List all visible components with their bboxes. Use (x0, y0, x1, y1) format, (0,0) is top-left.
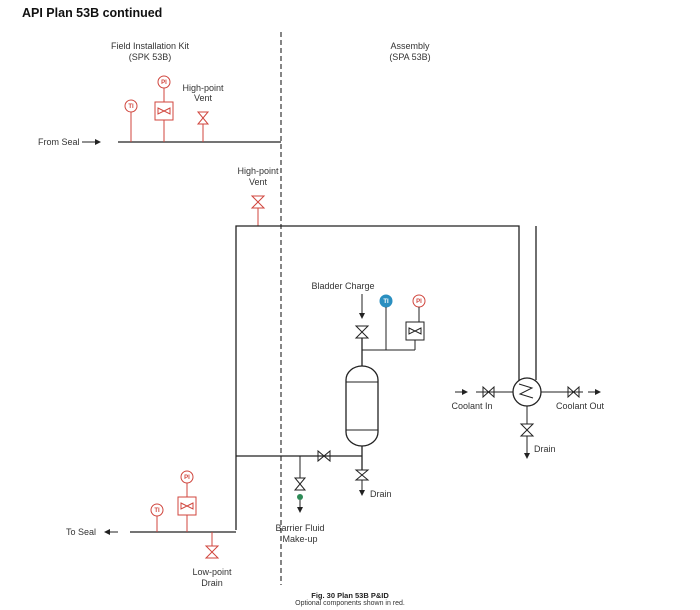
svg-text:TI: TI (383, 299, 389, 305)
svg-text:High-point: High-point (237, 166, 279, 176)
svg-text:Coolant Out: Coolant Out (556, 401, 605, 411)
low-point-drain-valve: Low-point Drain (192, 532, 232, 588)
temperature-indicator-bottom: TI (150, 503, 164, 532)
bladder-charge-valve: Bladder Charge (311, 281, 415, 366)
assembly-code: (SPA 53B) (389, 52, 430, 62)
loop-top-line (235, 225, 520, 530)
high-point-vent-valve-mid: High-point Vent (237, 166, 279, 226)
svg-text:Vent: Vent (249, 177, 268, 187)
temperature-indicator-accumulator: TI (379, 294, 393, 350)
svg-text:Coolant In: Coolant In (451, 401, 492, 411)
pressure-indicator-bottom: PI (177, 470, 197, 532)
to-seal-label: To Seal (66, 527, 96, 537)
from-seal-label: From Seal (38, 137, 80, 147)
coolant-out: Coolant Out (541, 385, 605, 411)
coolant-in: Coolant In (451, 385, 513, 411)
cooler-drain-valve: Drain (519, 406, 556, 459)
svg-text:TI: TI (154, 508, 160, 514)
bladder-accumulator (345, 365, 379, 470)
svg-text:TI: TI (128, 104, 134, 110)
temperature-indicator-top: TI (124, 99, 138, 142)
svg-text:Low-point: Low-point (192, 567, 232, 577)
kit-code: (SPK 53B) (129, 52, 172, 62)
svg-text:Drain: Drain (370, 489, 392, 499)
svg-text:PI: PI (416, 299, 422, 305)
pressure-indicator-top: PI (154, 75, 174, 142)
figure-caption: Fig. 30 Plan 53B P&ID (311, 591, 389, 600)
svg-text:Vent: Vent (194, 93, 213, 103)
svg-text:Drain: Drain (534, 444, 556, 454)
inline-isolation-valve (317, 449, 331, 463)
assembly-heading: Assembly (390, 41, 430, 51)
svg-text:High-point: High-point (182, 83, 224, 93)
pressure-indicator-accumulator: PI (405, 294, 426, 350)
kit-heading: Field Installation Kit (111, 41, 190, 51)
svg-text:Drain: Drain (201, 578, 223, 588)
figure-note: Optional components shown in red. (295, 600, 405, 607)
seal-cooler (512, 377, 542, 407)
svg-text:PI: PI (184, 475, 190, 481)
svg-text:PI: PI (161, 80, 167, 86)
accumulator-drain-valve: Drain (354, 469, 392, 499)
svg-text:Make-up: Make-up (282, 534, 317, 544)
high-point-vent-valve-top: High-point Vent (182, 83, 224, 142)
svg-text:Bladder Charge: Bladder Charge (311, 281, 374, 291)
svg-text:Barrier Fluid: Barrier Fluid (275, 523, 324, 533)
page-title: API Plan 53B continued (22, 6, 163, 20)
barrier-fluid-makeup: Barrier Fluid Make-up (275, 456, 325, 544)
